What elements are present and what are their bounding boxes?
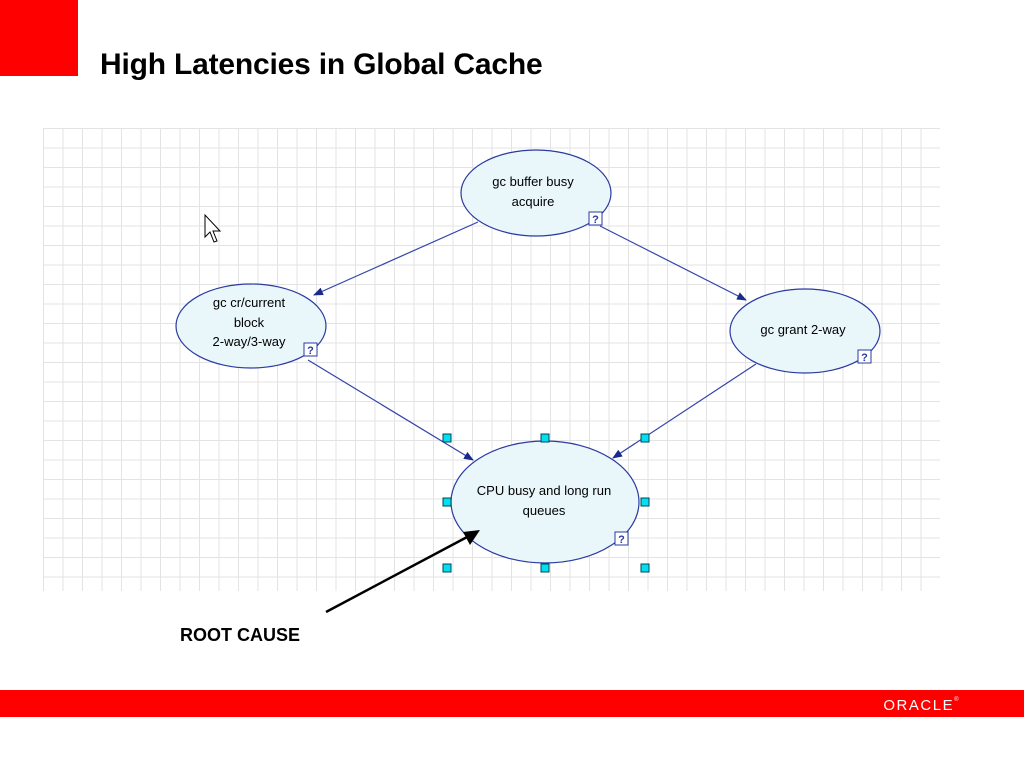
resize-handle[interactable]: [540, 433, 550, 443]
resize-handle[interactable]: [442, 433, 452, 443]
footer-bar: [0, 690, 1024, 717]
root-cause-label: ROOT CAUSE: [180, 625, 301, 645]
edge-buffer-to-grant[interactable]: [599, 225, 747, 301]
edge-cr-to-cpu[interactable]: [307, 359, 474, 461]
svg-text:?: ?: [592, 214, 599, 226]
svg-text:?: ?: [861, 352, 868, 364]
node-cpu-busy[interactable]: CPU busy and long run queues ?: [450, 440, 640, 564]
resize-handle[interactable]: [540, 563, 550, 573]
edge-grant-to-cpu[interactable]: [612, 363, 757, 459]
node-cr-current-block[interactable]: gc cr/current block 2-way/3-way ?: [175, 283, 327, 369]
node-label-line: CPU busy and long run: [477, 483, 611, 498]
node-label-line: acquire: [512, 194, 555, 209]
node-label-line: gc buffer busy: [492, 174, 574, 189]
resize-handle[interactable]: [640, 563, 650, 573]
node-label-line: block: [234, 315, 265, 330]
node-label-line: queues: [523, 503, 566, 518]
root-cause-arrow: [325, 530, 480, 614]
oracle-logo: ORACLE®: [883, 697, 960, 714]
edge-buffer-to-cr[interactable]: [313, 221, 479, 296]
resize-handle[interactable]: [442, 563, 452, 573]
question-mark-icon[interactable]: ?: [588, 211, 603, 226]
resize-handle[interactable]: [442, 497, 452, 507]
node-buffer-busy[interactable]: gc buffer busy acquire ?: [460, 149, 612, 237]
mouse-pointer-icon: [204, 213, 222, 243]
resize-handle[interactable]: [640, 433, 650, 443]
question-mark-icon[interactable]: ?: [614, 531, 629, 546]
registered-mark-icon: ®: [954, 697, 960, 703]
brand-corner-block: [0, 0, 78, 76]
node-label-line: 2-way/3-way: [213, 334, 286, 349]
resize-handle[interactable]: [640, 497, 650, 507]
node-grant-2-way[interactable]: gc grant 2-way ?: [729, 288, 881, 374]
node-label-line: gc cr/current: [213, 295, 286, 310]
slide-title: High Latencies in Global Cache: [100, 48, 543, 81]
question-mark-icon[interactable]: ?: [857, 349, 872, 364]
node-label-line: gc grant 2-way: [760, 322, 846, 337]
selection-handles: [442, 433, 650, 573]
svg-text:?: ?: [618, 534, 625, 546]
question-mark-icon[interactable]: ?: [303, 342, 318, 357]
svg-text:?: ?: [307, 345, 314, 357]
brand-text: ORACLE: [883, 697, 955, 714]
